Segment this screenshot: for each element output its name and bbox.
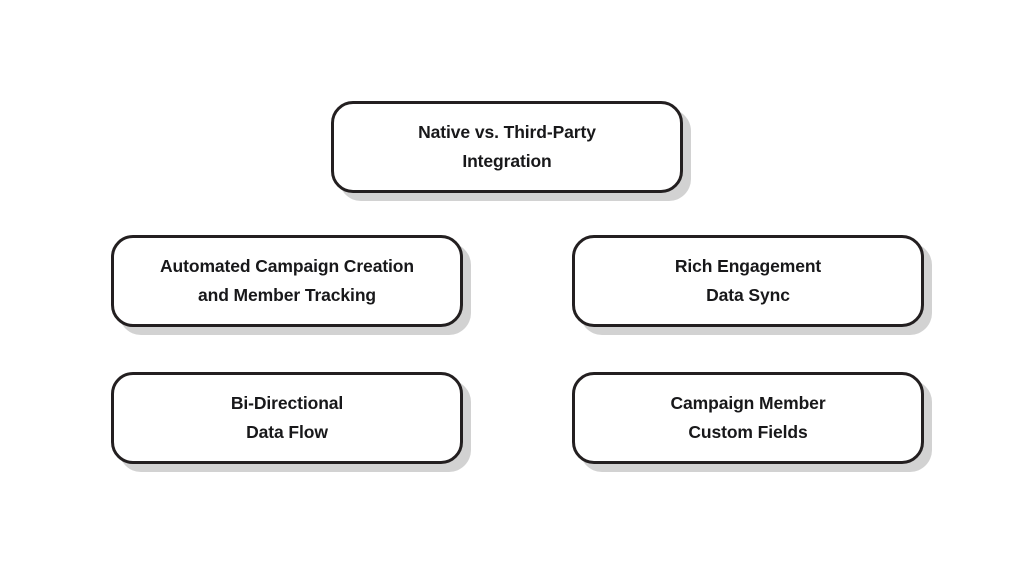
diagram-node-root-label: Native vs. Third-Party Integration bbox=[418, 122, 596, 171]
diagram-node-campaign-member-custom-fields-label: Campaign Member Custom Fields bbox=[670, 393, 826, 442]
diagram-node-automated-campaign-creation[interactable]: Automated Campaign Creation and Member T… bbox=[111, 235, 463, 327]
diagram-node-root[interactable]: Native vs. Third-Party Integration bbox=[331, 101, 683, 193]
diagram-node-bi-directional-data-flow[interactable]: Bi-Directional Data Flow bbox=[111, 372, 463, 464]
diagram-node-automated-campaign-creation-label: Automated Campaign Creation and Member T… bbox=[160, 256, 414, 305]
diagram-node-rich-engagement-data-sync[interactable]: Rich Engagement Data Sync bbox=[572, 235, 924, 327]
diagram-node-rich-engagement-data-sync-label: Rich Engagement Data Sync bbox=[674, 256, 822, 305]
diagram-node-bi-directional-data-flow-label: Bi-Directional Data Flow bbox=[230, 393, 344, 442]
diagram-node-campaign-member-custom-fields[interactable]: Campaign Member Custom Fields bbox=[572, 372, 924, 464]
